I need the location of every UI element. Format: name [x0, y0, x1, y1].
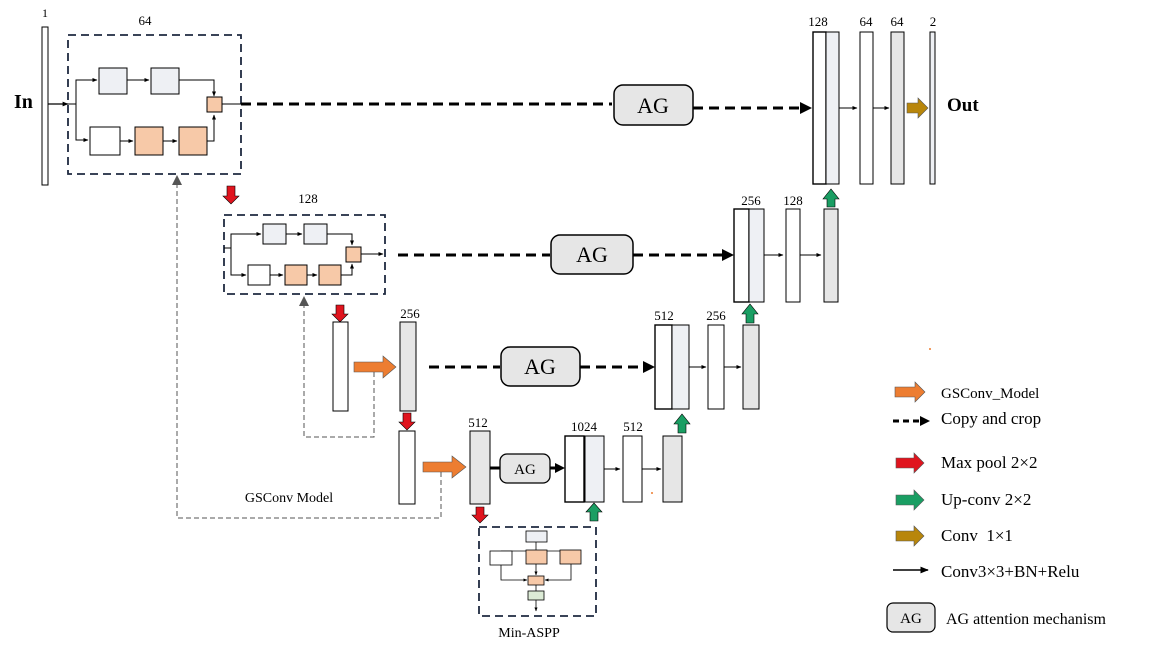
bottleneck-skip-map — [564, 435, 585, 503]
conv-box — [303, 223, 328, 245]
bottleneck-out-map — [662, 435, 683, 503]
channel-label-enc4: 512 — [468, 415, 488, 430]
gsconv-arrow-enc4 — [422, 455, 467, 479]
input-label: In — [14, 91, 33, 113]
upconv-arrow-2 — [822, 188, 840, 208]
concat-box — [206, 96, 223, 113]
conv-box — [247, 264, 271, 286]
dec3-out-map — [742, 324, 760, 410]
legend-ag-icon — [886, 602, 936, 633]
legend-conv1x1-icon — [895, 525, 925, 547]
legend-maxpool-icon — [895, 452, 925, 474]
channel-label-dec4-concat: 512 — [654, 308, 674, 323]
bottleneck-upconv-map — [584, 435, 605, 503]
gsconv-box — [284, 264, 308, 286]
enc4-feature-map — [469, 430, 491, 505]
maxpool-arrow-2 — [331, 304, 349, 323]
upconv-arrow-4 — [673, 413, 691, 434]
ag-block-3: AG — [500, 346, 581, 387]
legend-gsconv-icon — [894, 381, 926, 403]
gsconv-model-link-1 — [303, 298, 375, 438]
legend-maxpool-label: Max pool 2×2 — [941, 453, 1037, 472]
channel-label-enc2: 128 — [298, 191, 318, 206]
ag-block-4: AG — [499, 453, 551, 484]
gsconv-box — [178, 126, 208, 156]
channel-label-in: 1 — [42, 6, 48, 20]
min-aspp-label: Min-ASPP — [498, 626, 560, 641]
channel-label-dec4-out: 256 — [706, 308, 726, 323]
gsconv-block-enc1: 64 — [67, 13, 242, 175]
channel-label-bottleneck: 1024 — [571, 419, 598, 434]
dec2-upconv-map — [748, 208, 765, 303]
legend-upconv-label: Up-conv 2×2 — [941, 490, 1031, 509]
stray-dot — [929, 348, 931, 350]
dec2-skip-map — [733, 208, 750, 303]
gsconv-box — [318, 264, 342, 286]
dec3-skip-map — [654, 324, 673, 410]
output-label: Out — [947, 95, 979, 116]
maxpool-arrow-3 — [398, 412, 416, 431]
enc3-feature-map — [399, 321, 417, 412]
upconv-arrow-3 — [741, 303, 759, 324]
legend-upconv-icon — [895, 489, 925, 511]
conv-box — [262, 223, 287, 245]
conv-box — [98, 67, 128, 95]
channel-label-dec2-concat: 128 — [808, 14, 828, 29]
channel-label-dec2-b: 64 — [891, 14, 905, 29]
maxpool-arrow-4 — [471, 506, 489, 524]
svg-text:AG: AG — [576, 242, 608, 267]
gsconv-arrow-enc3 — [353, 355, 397, 379]
legend-conv3x3-label: Conv3×3+BN+Relu — [941, 562, 1080, 581]
channel-label-enc1: 64 — [139, 13, 153, 28]
channel-label-enc3: 256 — [400, 306, 420, 321]
legend-ag-label: AG attention mechanism — [946, 611, 1107, 628]
conv-box — [150, 67, 180, 95]
maxpool-arrow-1 — [222, 185, 240, 205]
dec1-conv-map-b — [890, 31, 905, 185]
dec1-conv-map-a — [859, 31, 874, 185]
channel-label-out: 2 — [930, 14, 937, 29]
min-aspp-block — [478, 526, 597, 617]
channel-label-dec2-a: 64 — [860, 14, 874, 29]
gsconv-model-link-2 — [176, 180, 442, 519]
dec1-skip-map — [812, 31, 827, 185]
svg-text:AG: AG — [524, 354, 556, 379]
svg-text:AG: AG — [514, 462, 536, 478]
dec3-upconv-map — [671, 324, 690, 410]
svg-text:AG: AG — [637, 93, 669, 118]
channel-label-bottleneck-out: 512 — [623, 419, 643, 434]
channel-label-dec3-out: 128 — [783, 193, 803, 208]
concat-box — [345, 246, 362, 263]
channel-label-dec3-concat: 256 — [741, 193, 761, 208]
gsconv-box — [134, 126, 164, 156]
dec3-conv-map — [707, 324, 725, 410]
input-feature-map — [41, 26, 49, 186]
enc4-input-map — [398, 430, 416, 505]
conv1x1-arrow — [906, 97, 929, 119]
dec2-conv-map — [785, 208, 801, 303]
output-map — [929, 31, 936, 185]
bottleneck-conv-map — [622, 435, 643, 503]
legend-ag-icon-label: AG — [900, 611, 922, 627]
dec2-out-map — [823, 208, 839, 303]
ag-block-1: AG — [613, 84, 694, 126]
gsconv-block-enc2: 128 — [223, 191, 386, 295]
legend-copy-crop-label: Copy and crop — [941, 409, 1041, 428]
legend-gsconv-label: GSConv_Model — [941, 386, 1039, 402]
enc3-input-map — [332, 321, 349, 412]
dec1-upconv-map — [825, 31, 840, 185]
legend-conv1x1-label: Conv 1×1 — [941, 526, 1013, 545]
gsconv-model-label: GSConv Model — [245, 491, 333, 506]
upconv-arrow-aspp — [585, 502, 603, 522]
legend: GSConv_Model Copy and crop Max pool 2×2 … — [886, 381, 1107, 633]
ag-block-2: AG — [550, 234, 634, 275]
conv-box — [89, 126, 121, 156]
stray-dot — [651, 492, 653, 494]
